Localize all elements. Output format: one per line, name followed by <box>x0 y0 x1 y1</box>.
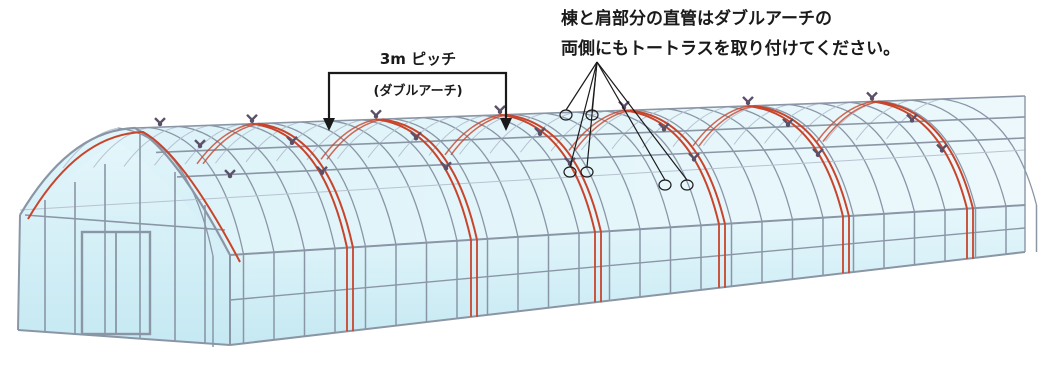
double-arch-rafter <box>375 118 472 241</box>
truss-clamp-bolt <box>909 118 915 123</box>
eave-beam <box>229 204 1026 256</box>
leader-line <box>569 61 598 168</box>
double-arch-far <box>450 114 507 156</box>
far-rafter <box>367 117 424 158</box>
pitch-sublabel: (ダブルアーチ) <box>373 83 462 99</box>
double-arch-rafter <box>877 100 974 209</box>
callout-circle <box>580 166 594 178</box>
double-arch-rafter <box>381 118 478 241</box>
far-rafter <box>428 114 485 156</box>
pitch-label: 3m ピッチ <box>380 50 456 68</box>
double-arch-far <box>326 118 383 160</box>
side-rail <box>229 227 1026 301</box>
roof-rafter <box>941 98 1038 206</box>
double-arch-rafter <box>629 109 726 225</box>
far-rafter <box>672 106 729 147</box>
double-arch-far <box>202 123 259 165</box>
callout-circle <box>563 166 577 178</box>
truss-clamp-bolt <box>227 173 233 179</box>
leader-line <box>565 61 598 111</box>
roof-rafter <box>758 104 855 216</box>
far-rafter <box>489 112 546 154</box>
far-rafter <box>764 102 820 144</box>
end-header <box>24 214 226 231</box>
double-arch-rafter <box>871 100 968 209</box>
double-arch-far <box>568 109 625 151</box>
truss-clamp-bolt <box>373 114 379 119</box>
truss-clamp-bolt <box>691 157 697 162</box>
double-arch-rafter <box>747 104 844 217</box>
far-rafter <box>855 99 912 141</box>
far-rafter <box>93 127 149 168</box>
callout-circle <box>559 109 573 121</box>
roof-rafter <box>819 102 916 213</box>
note-line-2: 両側にもトートラスを取り付けてください。 <box>561 38 900 59</box>
truss-clamp-bolt <box>289 140 295 145</box>
roof-rafter <box>910 99 1007 207</box>
far-rafter <box>642 107 698 149</box>
double-arch-rafter <box>257 122 354 248</box>
truss-clamp-bolt <box>319 170 325 175</box>
leader-line <box>596 61 666 181</box>
double-arch-far <box>822 100 879 142</box>
leader-line <box>596 61 688 181</box>
truss-clamp-bolt <box>785 122 791 128</box>
truss-clamp-bolt <box>197 143 203 149</box>
double-arch-far <box>698 105 755 147</box>
truss-clamp-bolt <box>815 152 821 158</box>
double-arch-far <box>692 105 749 147</box>
far-rafter <box>520 111 576 153</box>
callout-circle <box>658 179 672 191</box>
end-wall-glazing <box>18 128 230 345</box>
far-rafter <box>794 101 851 143</box>
structural-frame <box>17 95 1038 347</box>
callout-circle <box>680 179 694 191</box>
end-sill <box>17 329 231 346</box>
base-rail <box>229 251 1026 346</box>
far-rafter <box>733 103 790 145</box>
double-arch-rafter <box>505 113 602 233</box>
double-arch-rafter <box>499 113 596 233</box>
end-double-arch <box>27 130 241 263</box>
double-arch-rafter <box>623 109 720 225</box>
roof-rafter <box>788 103 885 215</box>
far-rafter <box>611 108 668 150</box>
double-arch-far <box>816 100 873 142</box>
far-rafter <box>398 116 454 157</box>
far-rafter <box>184 123 241 165</box>
note-line-1: 棟と肩部分の直管はダブルアーチの <box>561 8 832 29</box>
truss-clamp-bolt <box>443 166 449 171</box>
end-arch <box>19 126 231 256</box>
far-rafter <box>154 124 210 166</box>
truss-clamp-bolt <box>537 131 543 137</box>
double-arch-far <box>444 114 501 156</box>
double-arch-far <box>320 118 377 160</box>
far-side-purlin <box>19 149 1026 211</box>
pitch-arrow-right <box>500 118 512 131</box>
instruction-note: 棟と肩部分の直管はダブルアーチの 両側にもトートラスを取り付けてください。 <box>561 8 900 59</box>
pitch-arrow-left <box>323 118 335 131</box>
double-arch-frames <box>27 100 974 332</box>
pitch-indicator: 3m ピッチ (ダブルアーチ) <box>323 50 512 131</box>
truss-clamp-bolt <box>413 136 419 141</box>
double-arch-rafter <box>251 122 348 248</box>
truss-clamp-bolt <box>939 148 945 153</box>
double-arch-rafter <box>753 104 850 217</box>
truss-clamp-bolt <box>157 121 163 127</box>
side-glazing <box>230 205 1025 345</box>
double-arch-far <box>574 109 631 151</box>
truss-clamp-bolt <box>249 118 255 123</box>
far-rafter <box>245 121 302 163</box>
truss-clamp-bolt <box>497 109 503 115</box>
pitch-bracket <box>327 71 508 128</box>
leader-line <box>586 61 598 168</box>
double-arch-far <box>196 123 253 165</box>
truss-clamp-bolt <box>661 127 667 132</box>
end-post <box>17 214 21 331</box>
truss-clamp-bolt <box>869 96 875 101</box>
leader-lines <box>559 61 694 191</box>
truss-clamp-bolt <box>745 100 751 106</box>
